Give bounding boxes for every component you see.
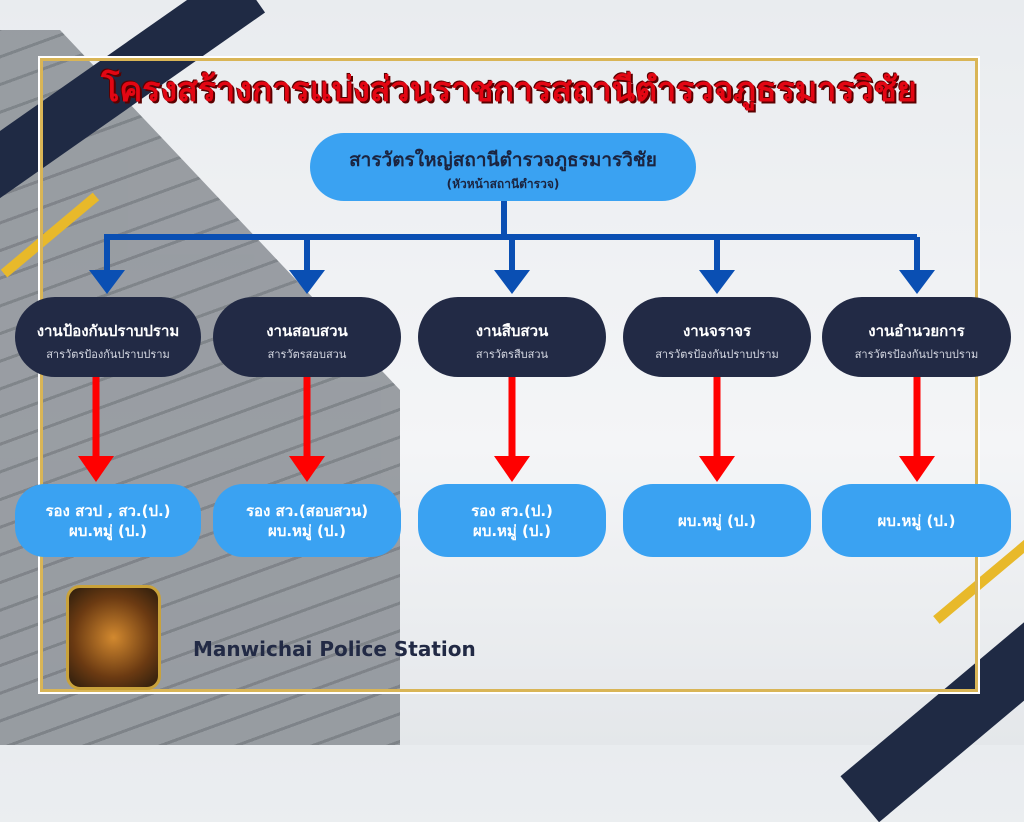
red-arrow-icon bbox=[699, 456, 735, 482]
unit-head: สารวัตรสอบสวน bbox=[267, 348, 347, 361]
head-role: (หัวหน้าสถานีตำรวจ) bbox=[446, 177, 560, 191]
sub-line: ผบ.หมู่ (ป.) bbox=[877, 511, 956, 530]
unit-head: สารวัตรป้องกันปราบปราม bbox=[655, 348, 779, 361]
sub-box: รอง สว.(สอบสวน)ผบ.หมู่ (ป.) bbox=[213, 484, 401, 557]
connectors bbox=[78, 201, 935, 482]
sub-box: ผบ.หมู่ (ป.) bbox=[623, 484, 811, 557]
blue-arrow-icon bbox=[899, 270, 935, 294]
sub-line: ผบ.หมู่ (ป.) bbox=[473, 521, 551, 540]
sub-box: รอง สว.(ป.)ผบ.หมู่ (ป.) bbox=[418, 484, 606, 557]
blue-arrow-icon bbox=[89, 270, 125, 294]
sub-line: ผบ.หมู่ (ป.) bbox=[69, 521, 147, 540]
blue-arrow-icon bbox=[289, 270, 325, 294]
sub-line: รอง สวป , สว.(ป.) bbox=[45, 501, 171, 520]
blue-arrow-icon bbox=[699, 270, 735, 294]
sub-line: ผบ.หมู่ (ป.) bbox=[678, 511, 756, 530]
unit-name: งานสอบสวน bbox=[266, 322, 348, 340]
unit-name: งานป้องกันปราบปราม bbox=[36, 322, 180, 340]
red-arrow-icon bbox=[494, 456, 530, 482]
unit-box-administration: งานอำนวยการสารวัตรป้องกันปราบปราม bbox=[822, 297, 1011, 377]
unit-head: สารวัตรป้องกันปราบปราม bbox=[46, 348, 170, 361]
unit-name: งานอำนวยการ bbox=[868, 322, 965, 340]
unit-head: สารวัตรป้องกันปราบปราม bbox=[854, 348, 979, 361]
sub-line: รอง สว.(ป.) bbox=[471, 501, 553, 520]
sub-box: ผบ.หมู่ (ป.) bbox=[822, 484, 1011, 557]
unit-head: สารวัตรสืบสวน bbox=[475, 348, 549, 361]
blue-connector-line bbox=[104, 201, 920, 275]
head-box: สารวัตรใหญ่สถานีตำรวจภูธรมารวิชัย (หัวหน… bbox=[310, 133, 696, 201]
red-arrow-icon bbox=[899, 456, 935, 482]
red-arrow-icon bbox=[78, 456, 114, 482]
sub-line: ผบ.หมู่ (ป.) bbox=[268, 521, 346, 540]
unit-box-investigation: งานสืบสวนสารวัตรสืบสวน bbox=[418, 297, 606, 377]
sub-line: รอง สว.(สอบสวน) bbox=[245, 501, 369, 520]
sub-box: รอง สวป , สว.(ป.)ผบ.หมู่ (ป.) bbox=[15, 484, 201, 557]
station-name: Manwichai Police Station bbox=[193, 637, 476, 661]
blue-arrow-icon bbox=[494, 270, 530, 294]
unit-name: งานสืบสวน bbox=[475, 322, 549, 340]
unit-box-traffic: งานจราจรสารวัตรป้องกันปราบปราม bbox=[623, 297, 811, 377]
unit-box-inquiry: งานสอบสวนสารวัตรสอบสวน bbox=[213, 297, 401, 377]
tiger-logo bbox=[66, 585, 161, 690]
head-name: สารวัตรใหญ่สถานีตำรวจภูธรมารวิชัย bbox=[349, 149, 657, 171]
unit-name: งานจราจร bbox=[682, 322, 752, 340]
red-arrow-icon bbox=[289, 456, 325, 482]
page-title: โครงสร้างการแบ่งส่วนราชการสถานีตำรวจภูธร… bbox=[101, 70, 917, 110]
unit-box-prevention: งานป้องกันปราบปรามสารวัตรป้องกันปราบปราม bbox=[15, 297, 201, 377]
